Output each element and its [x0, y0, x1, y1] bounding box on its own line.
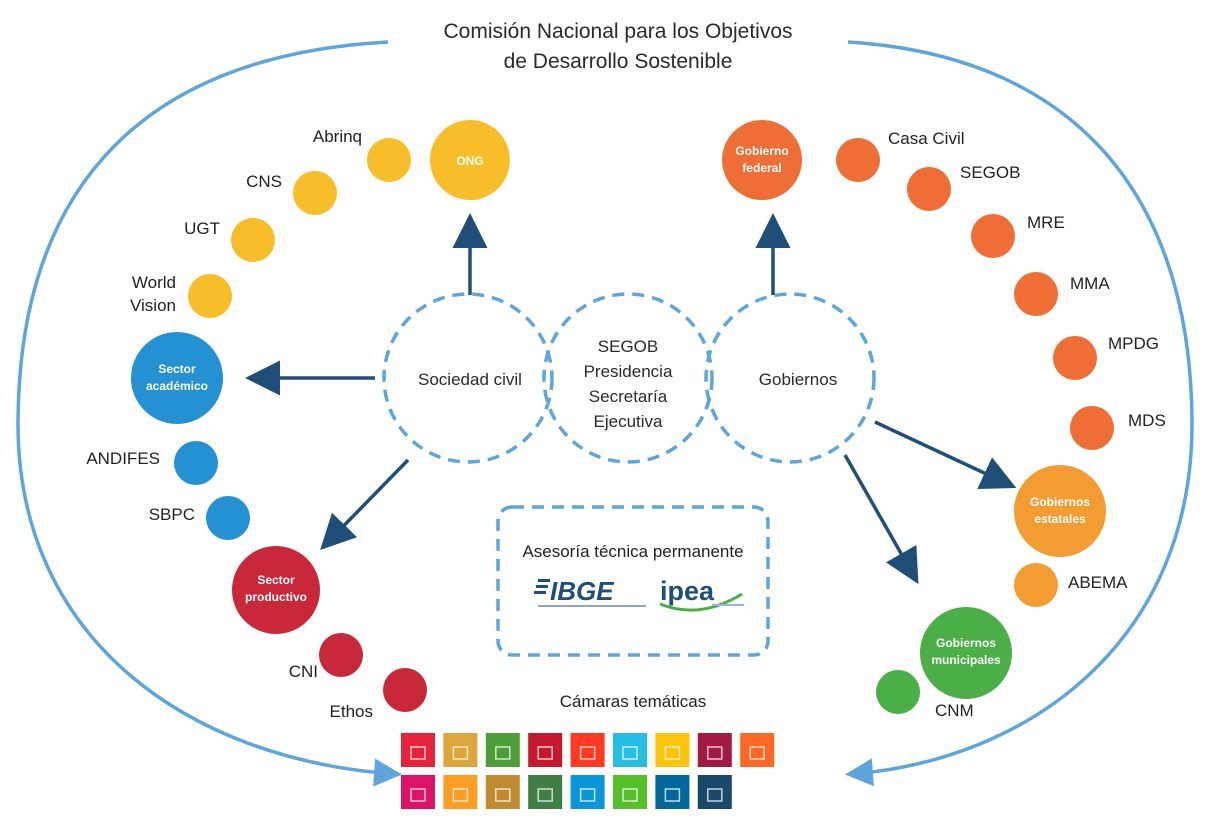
member-dot-abema [1014, 563, 1058, 607]
sdg-tile-16 [655, 775, 690, 809]
sdg-tile-14 [570, 775, 605, 809]
member-abrinq: Abrinq [313, 127, 362, 146]
sdg-tile-15 [613, 775, 647, 809]
member-mma: MMA [1070, 274, 1110, 293]
advisory-box [496, 505, 770, 657]
arrow-to-productivo [320, 458, 410, 551]
hub-center-line-2: Presidencia [584, 362, 673, 381]
member-cns: CNS [246, 172, 282, 191]
member-dot-cni [319, 633, 363, 677]
member-ethos: Ethos [330, 702, 373, 721]
node-gobiernos-municipales [920, 607, 1012, 699]
member-segob: SEGOB [960, 163, 1020, 182]
node-federal-line-2: federal [742, 161, 781, 175]
member-dot-segob [907, 167, 951, 211]
member-dot-cns [293, 171, 337, 215]
ipea-logo-text: ipea [660, 576, 715, 606]
node-ong-label: ONG [456, 154, 483, 168]
member-mds: MDS [1128, 411, 1166, 430]
sdg-tile-17 [697, 775, 732, 809]
sdg-tile-grid [401, 733, 775, 809]
sdg-tile-10 [401, 775, 435, 809]
node-academico-line-1: Sector [158, 362, 196, 376]
member-dot-mds [1070, 406, 1114, 450]
hub-sociedad-civil [382, 292, 554, 464]
outer-right-arc [845, 40, 1194, 787]
ibge-logo-text: IBGE [550, 576, 614, 606]
member-cni: CNI [289, 662, 318, 681]
member-dot-andifes [174, 441, 218, 485]
hub-gobiernos [704, 292, 876, 464]
member-abema: ABEMA [1068, 573, 1128, 592]
node-gobiernos-estatales [1014, 465, 1106, 557]
node-sector-academico [131, 332, 223, 424]
node-municipales-line-1: Gobiernos [936, 636, 996, 650]
node-estatales-line-1: Gobiernos [1030, 495, 1090, 509]
sdg-tile-3 [485, 733, 520, 767]
member-dot-ugt [231, 218, 275, 262]
sdg-tile-4 [528, 733, 563, 767]
node-productivo-line-1: Sector [257, 573, 295, 587]
arrow-to-estatales [874, 420, 1017, 490]
outer-left-arc [16, 40, 402, 787]
sdg-tile-12 [485, 775, 520, 809]
hub-civil-label: Sociedad civil [418, 370, 522, 389]
title-line-1: Comisión Nacional para los Objetivos [444, 20, 793, 43]
hub-center-line-1: SEGOB [598, 337, 658, 356]
sdg-tile-6 [613, 733, 647, 767]
sdg-tile-13 [528, 775, 563, 809]
member-world-vision-2: Vision [130, 296, 176, 315]
node-municipales-line-2: municipales [931, 653, 1001, 667]
node-estatales-line-2: estatales [1034, 512, 1086, 526]
member-dot-ethos [383, 668, 427, 712]
member-andifes: ANDIFES [86, 449, 160, 468]
member-dot-mpdg [1053, 336, 1097, 380]
member-casa-civil: Casa Civil [888, 129, 965, 148]
hub-center [542, 292, 714, 464]
node-federal-line-1: Gobierno [735, 144, 788, 158]
node-productivo-line-2: productivo [245, 590, 307, 604]
member-dot-mre [971, 214, 1015, 258]
node-academico-line-2: académico [146, 379, 208, 393]
title-line-2: de Desarrollo Sostenible [504, 50, 733, 73]
member-cnm: CNM [935, 701, 974, 720]
thematic-label: Cámaras temáticas [560, 692, 706, 711]
sdg-tile-1 [401, 733, 435, 767]
hub-center-line-4: Ejecutiva [594, 412, 664, 431]
sdg-tile-9 [740, 733, 775, 767]
member-ugt: UGT [184, 219, 220, 238]
member-dot-sbpc [206, 496, 250, 540]
member-dot-world-vision [188, 274, 232, 318]
member-dot-cnm [876, 670, 920, 714]
member-mre: MRE [1027, 213, 1065, 232]
sdg-tile-11 [443, 775, 478, 809]
hub-gov-label: Gobiernos [759, 370, 837, 389]
member-dot-abrinq [367, 138, 411, 182]
member-world-vision-1: World [132, 273, 176, 292]
ipea-logo: ipea [659, 576, 744, 612]
member-dot-mma [1014, 272, 1058, 316]
node-ong [430, 120, 510, 200]
ibge-logo: IBGE [534, 576, 646, 607]
sdg-tile-7 [655, 733, 690, 767]
arrow-to-municipales [843, 454, 919, 585]
member-mpdg: MPDG [1108, 334, 1159, 353]
hub-center-line-3: Secretaría [589, 387, 668, 406]
member-sbpc: SBPC [149, 505, 195, 524]
node-gobierno-federal [722, 120, 802, 200]
advisory-label: Asesoría técnica permanente [522, 542, 743, 561]
sdg-tile-8 [697, 733, 732, 767]
sdg-tile-2 [443, 733, 478, 767]
sdg-tile-5 [570, 733, 605, 767]
node-sector-productivo [232, 546, 320, 634]
member-dot-casa-civil [836, 138, 880, 182]
